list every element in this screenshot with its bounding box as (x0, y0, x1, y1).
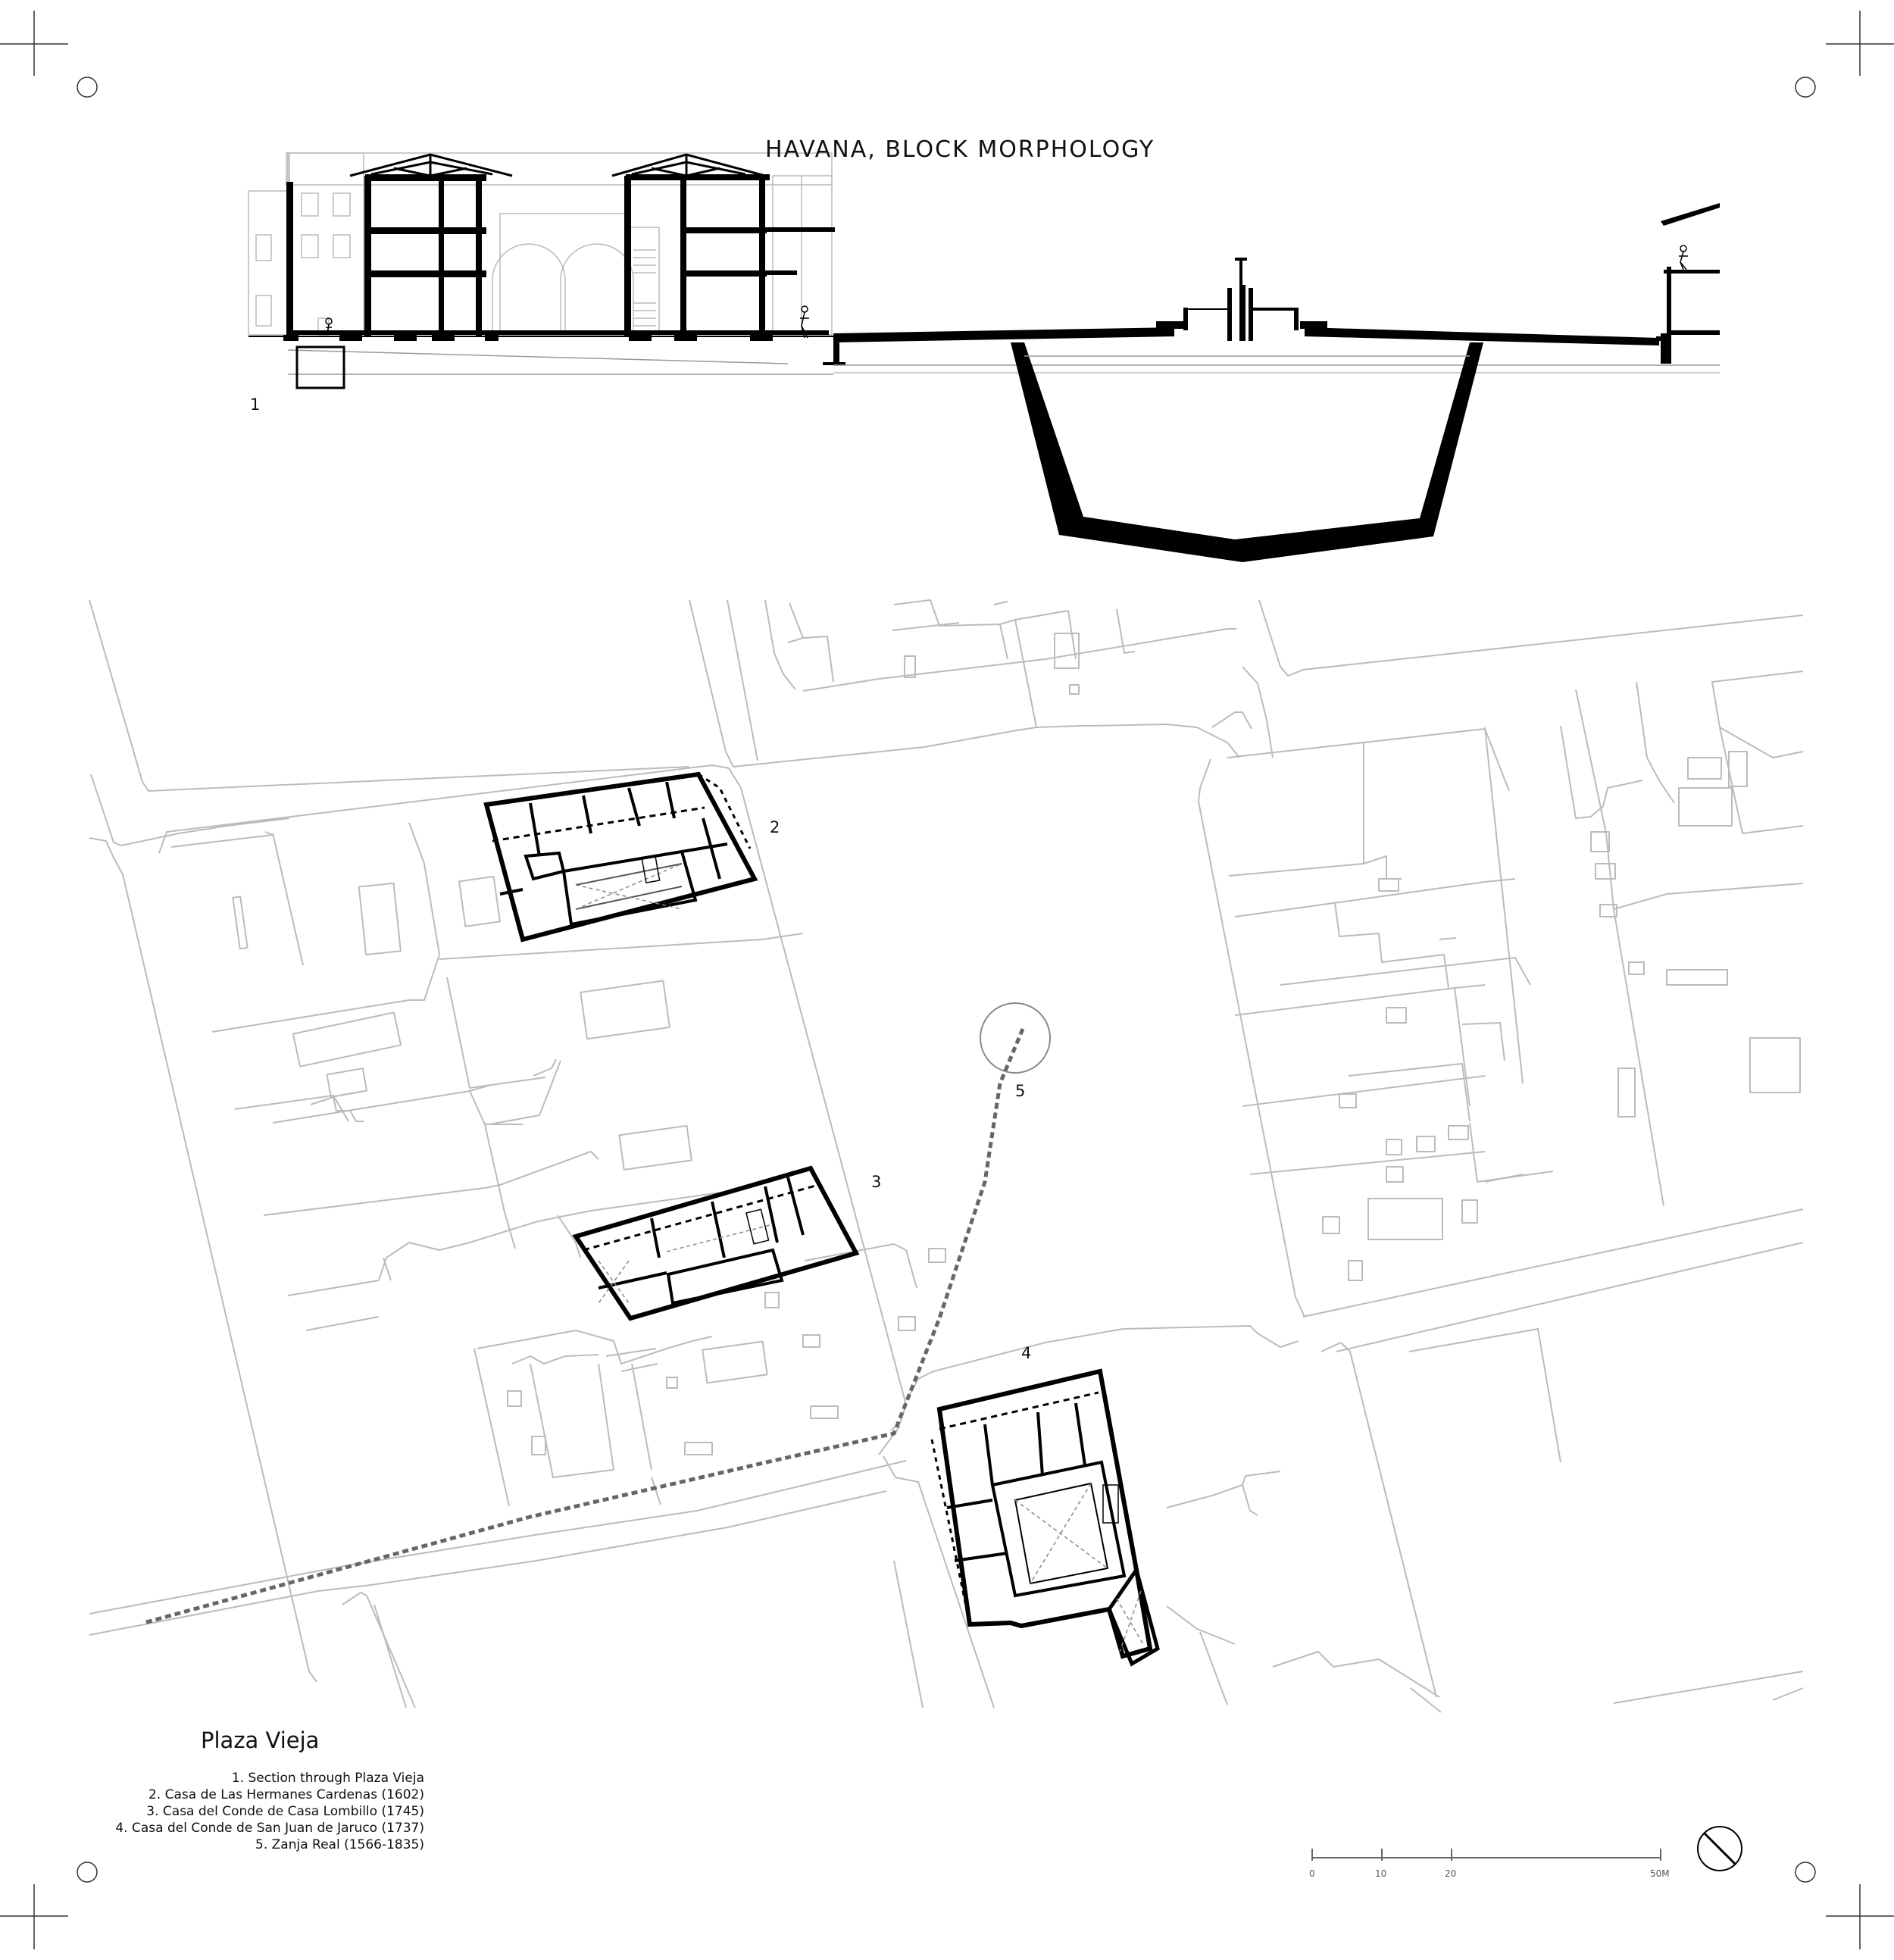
section-drawing (248, 152, 1720, 562)
scale-label-0: 0 (1309, 1868, 1315, 1879)
legend-item: 2. Casa de Las Hermanes Cardenas (1602) (148, 1787, 424, 1802)
building-casa-conde-lombillo (572, 1165, 860, 1321)
section-number: 1 (250, 395, 261, 414)
zanja-real-route (143, 1002, 1051, 1625)
label-building-4: 4 (1021, 1344, 1032, 1362)
building-casa-conde-jaruco (930, 1368, 1160, 1667)
registration-mark-icon (1795, 11, 1894, 98)
zanja-real-source (980, 1002, 1051, 1074)
scale-label-20: 20 (1445, 1868, 1457, 1879)
registration-mark-icon (0, 1862, 98, 1949)
legend-list: 1. Section through Plaza Vieja 2. Casa d… (76, 1770, 424, 1853)
registration-mark-icon (1795, 1862, 1894, 1949)
legend-item: 3. Casa del Conde de Casa Lombillo (1745… (146, 1804, 424, 1819)
label-building-3: 3 (871, 1173, 882, 1191)
registration-mark-icon (0, 11, 98, 98)
legend-item: 4. Casa del Conde de San Juan de Jaruco … (115, 1821, 424, 1836)
legend-item: 1. Section through Plaza Vieja (231, 1771, 424, 1786)
site-plan (89, 599, 1804, 1713)
north-arrow-icon (1697, 1826, 1742, 1871)
label-building-2: 2 (770, 818, 780, 836)
label-zanja-real: 5 (1015, 1082, 1026, 1100)
scale-label-50m: 50M (1650, 1868, 1670, 1879)
scale-label-10: 10 (1375, 1868, 1387, 1879)
building-casa-hermanes-cardenas (483, 771, 758, 942)
drawing-title: HAVANA, BLOCK MORPHOLOGY (765, 136, 1155, 163)
legend-item: 5. Zanja Real (1566-1835) (255, 1837, 424, 1852)
scale-bar (1311, 1849, 1661, 1861)
legend-title: Plaza Vieja (201, 1727, 320, 1753)
